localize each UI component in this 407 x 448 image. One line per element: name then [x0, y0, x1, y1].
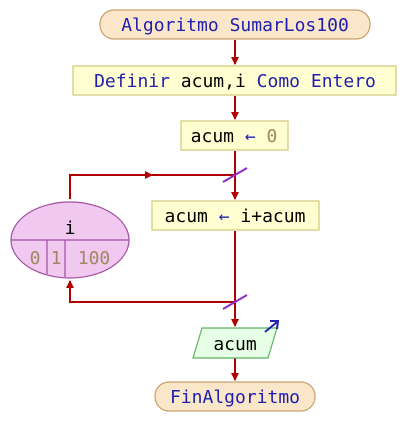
loop-end-value: 100	[78, 248, 111, 269]
loop-start-value: 0	[30, 248, 41, 269]
start-label: Algoritmo SumarLos100	[121, 15, 349, 36]
end-terminal: FinAlgoritmo	[154, 381, 316, 412]
loop-variable: i	[65, 218, 76, 239]
start-terminal: Algoritmo SumarLos100	[99, 9, 371, 40]
end-label: FinAlgoritmo	[170, 387, 300, 408]
loop-body-expr: i+acum	[230, 206, 306, 227]
loop-body-statement: acum ← i+acum	[165, 206, 306, 227]
define-type-keyword: Entero	[311, 71, 376, 92]
assign-acum-zero: acum ← 0	[180, 120, 289, 151]
define-como-keyword: Como	[257, 71, 300, 92]
loop-return-branch	[66, 280, 235, 303]
for-loop-node: i 0 1 100	[10, 201, 130, 279]
output-arrowhead-icon	[270, 320, 280, 330]
loop-entry-tick	[222, 167, 248, 183]
assign-arrow: ←	[245, 126, 256, 147]
assign-statement: acum ← 0	[191, 126, 278, 147]
output-node: acum	[192, 320, 280, 359]
assign-target: acum	[191, 126, 245, 147]
output-arrow-icon	[264, 321, 278, 333]
loop-body-arrow: ←	[219, 206, 230, 227]
loop-top-branch	[69, 174, 235, 199]
define-type	[300, 71, 311, 92]
loop-body-target: acum	[165, 206, 219, 227]
assign-value: 0	[256, 126, 278, 147]
loop-exit-tick	[222, 294, 248, 310]
define-keyword: Definir	[94, 71, 170, 92]
define-process: Definir acum,i Como Entero	[72, 65, 397, 96]
define-vars: acum,i	[170, 71, 257, 92]
connectors	[66, 40, 239, 381]
loop-body-process: acum ← i+acum	[151, 200, 320, 231]
define-statement: Definir acum,i Como Entero	[94, 71, 376, 92]
output-label: acum	[213, 334, 256, 355]
loop-step-value: 1	[51, 248, 62, 269]
